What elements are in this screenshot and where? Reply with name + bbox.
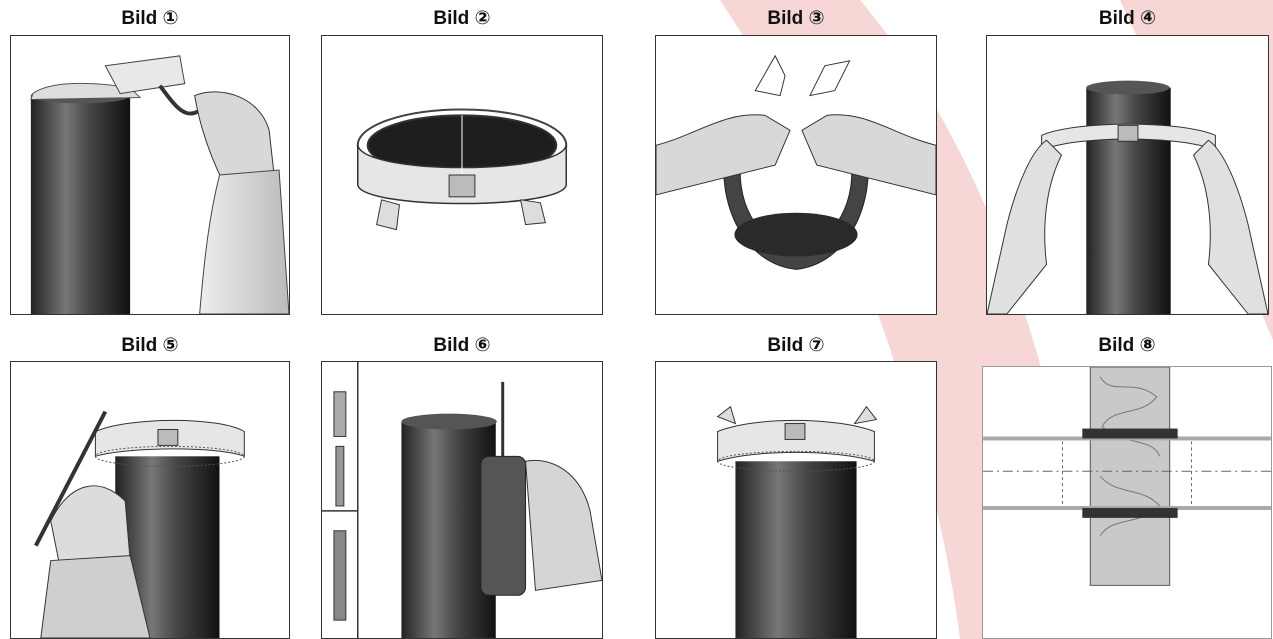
figure-1-scrape-foam-icon (10, 35, 290, 315)
figure-label-3: Bild ③ (767, 8, 825, 29)
figure-3-open-collar-icon (655, 35, 937, 315)
figure-8-wall-section-icon (982, 366, 1272, 639)
figure-label-6: Bild ⑥ (433, 335, 491, 356)
figure-6-drill-holes-icon (321, 361, 603, 639)
figure-label-7: Bild ⑦ (767, 335, 825, 356)
figure-5-mark-holes-icon (10, 361, 290, 639)
figure-7-mounted-collar-icon (655, 361, 937, 639)
figure-label-5: Bild ⑤ (121, 335, 179, 356)
figure-label-8: Bild ⑧ (1098, 335, 1156, 356)
figure-label-4: Bild ④ (1098, 8, 1157, 29)
figure-4-place-collar-icon (986, 35, 1269, 315)
figure-label-2: Bild ② (433, 8, 491, 29)
figure-2-fire-collar-icon (321, 35, 603, 315)
figure-label-1: Bild ① (121, 8, 179, 29)
